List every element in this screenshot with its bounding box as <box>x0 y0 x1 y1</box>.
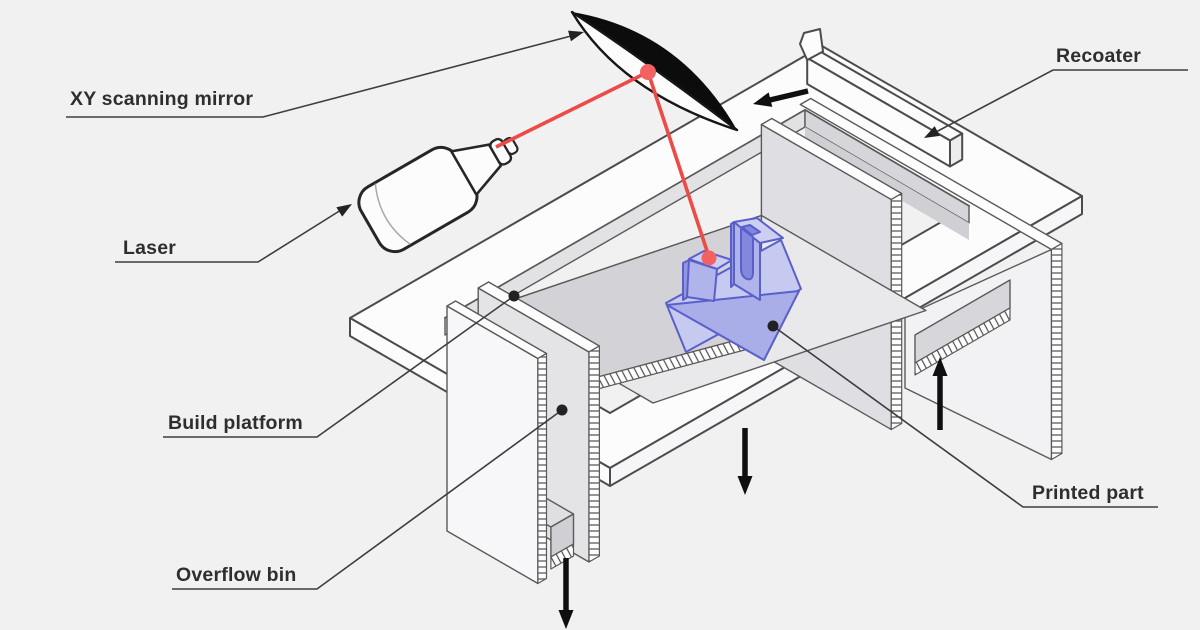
recoater-leader-arrowhead <box>924 126 940 138</box>
supply-outer-wall-cut-face <box>1050 242 1063 461</box>
laser-leader <box>115 209 342 263</box>
xy-mirror-leader <box>66 35 572 118</box>
build-platform-motion-arrow-head <box>737 476 753 495</box>
powder-supply-motion-arrow-head <box>932 357 948 376</box>
label-overflow-bin: Overflow bin <box>176 564 297 586</box>
label-recoater: Recoater <box>1056 45 1141 67</box>
supply-slot-shadow <box>805 127 969 240</box>
label-xy-scanning-mirror: XY scanning mirror <box>70 88 253 110</box>
printed-part <box>665 217 802 361</box>
label-laser: Laser <box>123 237 176 259</box>
printed-part-leader <box>772 325 1158 508</box>
recoater-motion-arrow-head <box>753 92 773 107</box>
laser-nozzle-cone <box>450 143 503 196</box>
laser-beam <box>495 64 717 266</box>
overflow-bin-motion-arrow-head <box>558 610 574 629</box>
chamber-left-wall-cut-face <box>588 345 600 563</box>
label-printed-part: Printed part <box>1032 482 1144 504</box>
beam-spot-on-mirror <box>640 64 656 80</box>
overflow-bin-leader-dot <box>556 404 568 416</box>
xy-mirror-leader-arrowhead <box>568 30 584 42</box>
part-chamfer-face <box>666 290 800 361</box>
motion-arrows <box>558 88 948 629</box>
supply-platform-plate <box>914 307 1011 376</box>
overflow-platform-plate <box>550 543 575 570</box>
label-build-platform: Build platform <box>168 412 303 434</box>
part-groove-top-opening <box>741 224 761 236</box>
build-platform-leader <box>163 295 515 438</box>
recoater <box>799 28 964 168</box>
recoater-handle <box>799 28 824 61</box>
recoater-leader <box>935 69 1188 133</box>
overflow-outer-wall-cut-face <box>537 352 548 585</box>
build-platform-leader-dot <box>508 290 520 302</box>
beam-spot-on-part <box>701 250 717 266</box>
printed-part-leader-dot <box>767 320 779 332</box>
laser-body-cap-line <box>374 183 411 245</box>
annotations: XY scanning mirror Laser Recoater Build … <box>66 30 1188 590</box>
recoater-motion-arrow <box>769 88 809 103</box>
overflow-assembly <box>446 281 601 585</box>
recoater-blade-end <box>949 132 964 168</box>
part-groove-front <box>740 227 754 281</box>
laser-leader-arrowhead <box>336 204 352 217</box>
overflow-bin-leader <box>172 409 563 590</box>
